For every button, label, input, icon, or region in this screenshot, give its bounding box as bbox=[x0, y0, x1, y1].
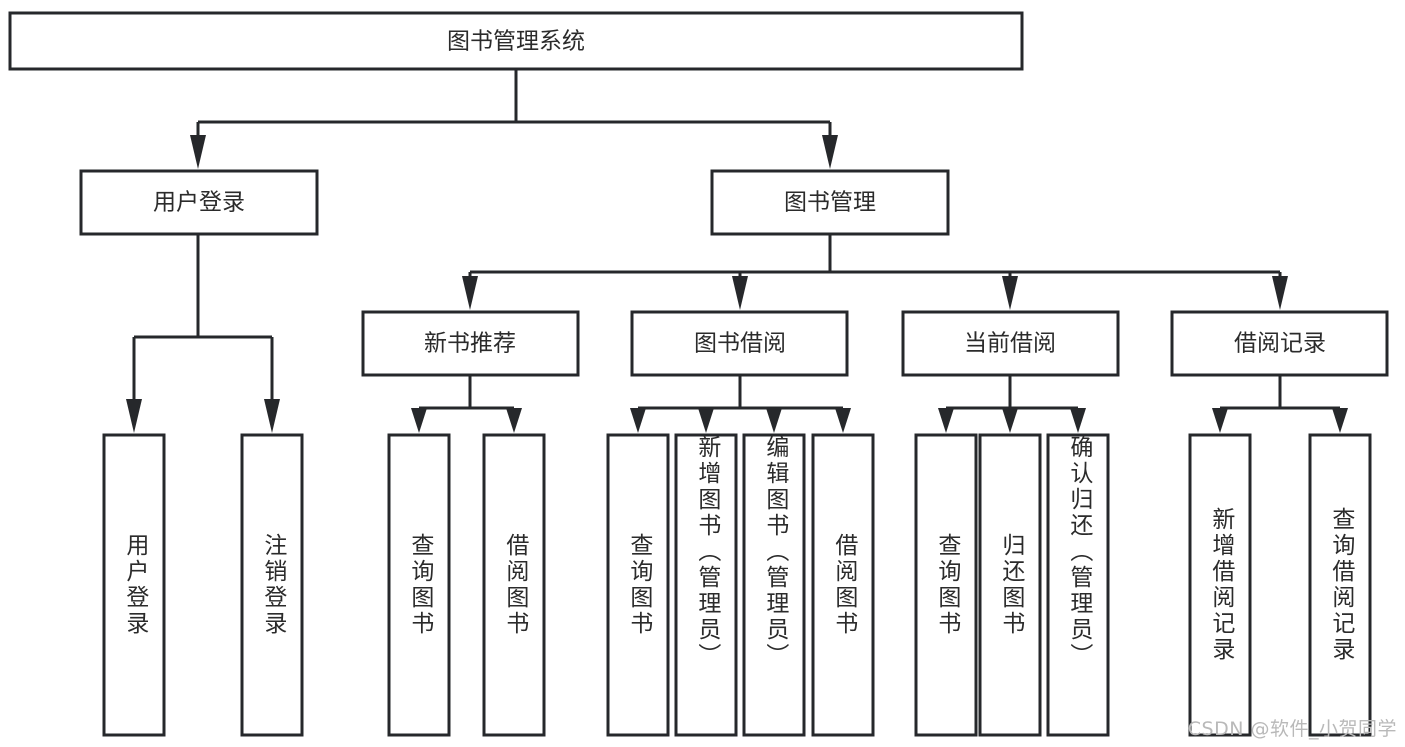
arrow-head-icon bbox=[766, 408, 782, 433]
arrow-head-icon bbox=[938, 408, 954, 433]
node-box-leaf-add-record[interactable] bbox=[1188, 433, 1252, 737]
node-label-root: 图书管理系统 bbox=[447, 29, 585, 55]
arrow-head-icon bbox=[698, 408, 714, 433]
node-box-root[interactable] bbox=[8, 11, 1024, 71]
arrow-head-icon bbox=[1002, 408, 1018, 433]
node-label-book-mgmt: 图书管理 bbox=[784, 190, 876, 216]
node-label-current: 当前借阅 bbox=[964, 331, 1056, 357]
arrow-head-icon bbox=[822, 135, 838, 169]
node-label-new-books: 新书推荐 bbox=[424, 331, 516, 357]
arrow-head-icon bbox=[1002, 276, 1018, 310]
arrow-head-icon bbox=[1070, 408, 1086, 433]
node-box-records[interactable] bbox=[1170, 310, 1389, 377]
arrow-head-icon bbox=[1332, 408, 1348, 433]
node-box-leaf-query-book-a[interactable] bbox=[387, 433, 451, 737]
arrow-head-icon bbox=[1272, 276, 1288, 310]
watermark-text: CSDN @软件_小贺同学 bbox=[1187, 718, 1397, 740]
node-box-leaf-query-record[interactable] bbox=[1308, 433, 1372, 737]
node-box-leaf-add-book[interactable] bbox=[674, 433, 738, 737]
node-box-leaf-query-book-b[interactable] bbox=[606, 433, 670, 737]
node-box-current[interactable] bbox=[901, 310, 1120, 377]
node-box-leaf-query-book-c[interactable] bbox=[914, 433, 978, 737]
node-box-borrow[interactable] bbox=[630, 310, 849, 377]
arrow-head-icon bbox=[190, 135, 206, 169]
node-box-book-mgmt[interactable] bbox=[710, 169, 950, 236]
arrow-head-icon bbox=[126, 399, 142, 433]
arrow-head-icon bbox=[1212, 408, 1228, 433]
node-box-leaf-edit-book[interactable] bbox=[742, 433, 806, 737]
arrow-head-icon bbox=[462, 276, 478, 310]
arrow-head-icon bbox=[264, 399, 280, 433]
node-box-new-books[interactable] bbox=[361, 310, 580, 377]
node-label-borrow: 图书借阅 bbox=[694, 331, 786, 357]
node-box-leaf-return-book[interactable] bbox=[978, 433, 1042, 737]
node-box-leaf-borrow-book-a[interactable] bbox=[482, 433, 546, 737]
node-box-leaf-logout[interactable] bbox=[240, 433, 304, 737]
connectors bbox=[126, 69, 1348, 433]
node-box-user-login[interactable] bbox=[79, 169, 319, 236]
node-box-leaf-user-login[interactable] bbox=[102, 433, 166, 737]
node-label-user-login: 用户登录 bbox=[153, 190, 245, 216]
node-boxes: 图书管理系统 用户登录 图书管理 新书推荐 图书借阅 当前借阅 借阅记录 bbox=[8, 11, 1389, 737]
node-label-records: 借阅记录 bbox=[1234, 331, 1326, 357]
arrow-head-icon bbox=[411, 408, 427, 433]
arrow-head-icon bbox=[506, 408, 522, 433]
arrow-head-icon bbox=[630, 408, 646, 433]
arrow-head-icon bbox=[835, 408, 851, 433]
node-box-leaf-confirm-return[interactable] bbox=[1046, 433, 1110, 737]
arrow-head-icon bbox=[732, 276, 748, 310]
node-box-leaf-borrow-book-b[interactable] bbox=[811, 433, 875, 737]
